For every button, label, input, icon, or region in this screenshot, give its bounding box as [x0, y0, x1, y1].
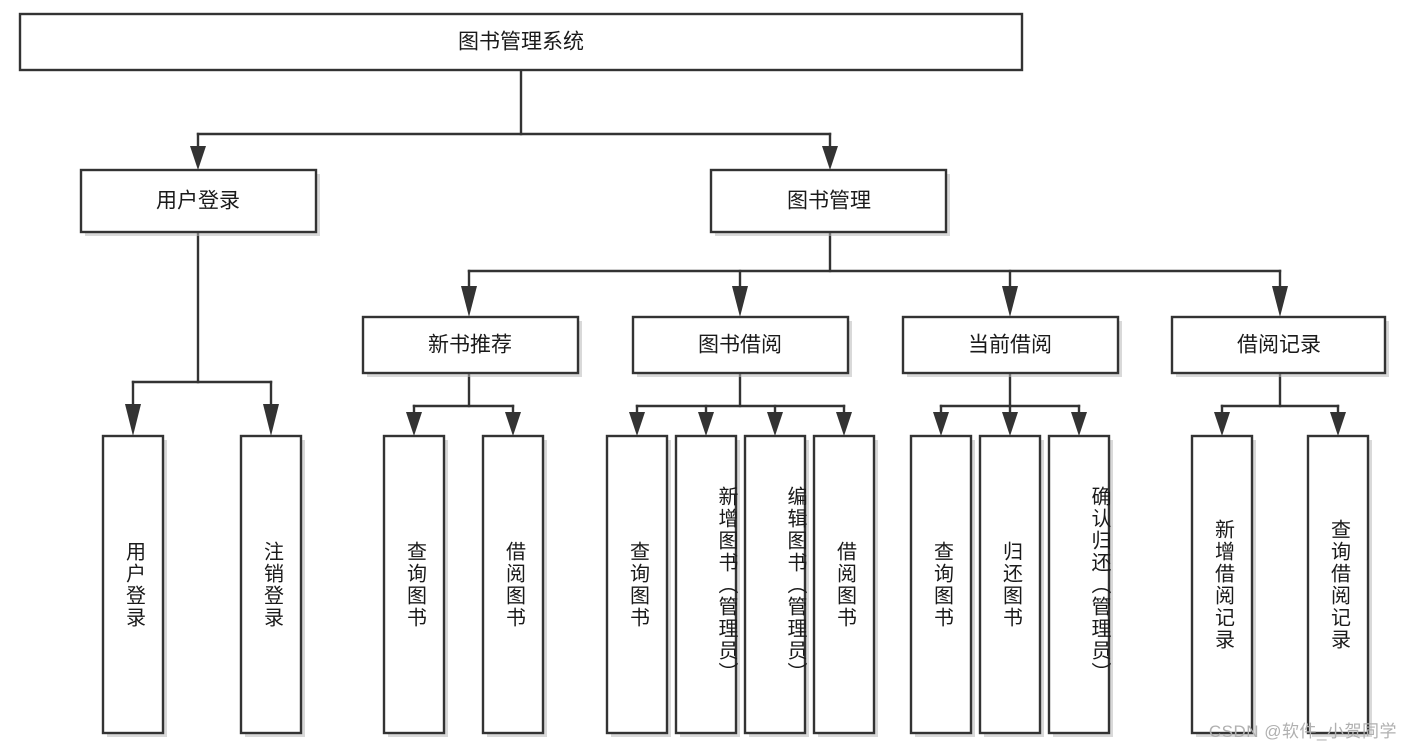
- leaf-node-br-add-record[interactable]: [1190, 434, 1256, 737]
- arrow-cb-leaf3: [1071, 412, 1087, 436]
- node-book-manage-label: 图书管理: [787, 190, 871, 213]
- leaf-node-nb-query-book[interactable]: [382, 434, 448, 737]
- node-new-book-recommend[interactable]: 新书推荐: [361, 315, 582, 377]
- arrow-book-borrow: [732, 286, 748, 317]
- node-book-borrow[interactable]: 图书借阅: [631, 315, 852, 377]
- leaf-node-bb-edit-book[interactable]: [743, 434, 809, 737]
- node-current-borrow[interactable]: 当前借阅: [901, 315, 1122, 377]
- leaf-node-br-query-record[interactable]: [1306, 434, 1372, 737]
- arrow-borrow-record: [1272, 286, 1288, 317]
- arrow-cb-leaf2: [1002, 412, 1018, 436]
- arrow-nb-leaf2: [505, 412, 521, 436]
- arrow-nb-leaf1: [406, 412, 422, 436]
- node-book-borrow-label: 图书借阅: [698, 334, 782, 357]
- leaf-node-cb-return-book[interactable]: [978, 434, 1044, 737]
- leaf-node-cb-confirm-return[interactable]: [1047, 434, 1113, 737]
- node-new-book-recommend-label: 新书推荐: [428, 334, 512, 357]
- node-borrow-record-label: 借阅记录: [1237, 334, 1321, 357]
- arrow-leaf-logout: [263, 404, 279, 436]
- arrow-bb-leaf3: [767, 412, 783, 436]
- leaf-box-group: [101, 434, 1372, 737]
- leaf-node-user-login[interactable]: [101, 434, 167, 737]
- node-user-login-label: 用户登录: [156, 190, 240, 213]
- arrow-new-book: [461, 286, 477, 317]
- node-user-login[interactable]: 用户登录: [79, 168, 320, 236]
- node-root-label: 图书管理系统: [458, 31, 584, 54]
- arrow-user-login: [190, 146, 206, 170]
- watermark-text: CSDN @软件_小贺同学: [1208, 722, 1397, 741]
- leaf-node-bb-query-book[interactable]: [605, 434, 671, 737]
- arrow-leaf-user-login: [125, 404, 141, 436]
- connector-group: [125, 68, 1346, 436]
- arrow-current-borrow: [1002, 286, 1018, 317]
- leaf-node-nb-borrow-book[interactable]: [481, 434, 547, 737]
- arrow-br-leaf2: [1330, 412, 1346, 436]
- arrow-br-leaf1: [1214, 412, 1230, 436]
- node-borrow-record[interactable]: 借阅记录: [1170, 315, 1389, 377]
- leaf-node-cb-query-book[interactable]: [909, 434, 975, 737]
- arrow-bb-leaf2: [698, 412, 714, 436]
- leaf-node-bb-borrow-book[interactable]: [812, 434, 878, 737]
- arrow-bb-leaf4: [836, 412, 852, 436]
- arrow-book-manage: [822, 146, 838, 170]
- arrow-cb-leaf1: [933, 412, 949, 436]
- node-current-borrow-label: 当前借阅: [968, 334, 1052, 357]
- leaf-node-logout[interactable]: [239, 434, 305, 737]
- leaf-node-bb-add-book[interactable]: [674, 434, 740, 737]
- arrow-bb-leaf1: [629, 412, 645, 436]
- node-root[interactable]: 图书管理系统: [18, 12, 1024, 72]
- node-book-manage[interactable]: 图书管理: [709, 168, 950, 236]
